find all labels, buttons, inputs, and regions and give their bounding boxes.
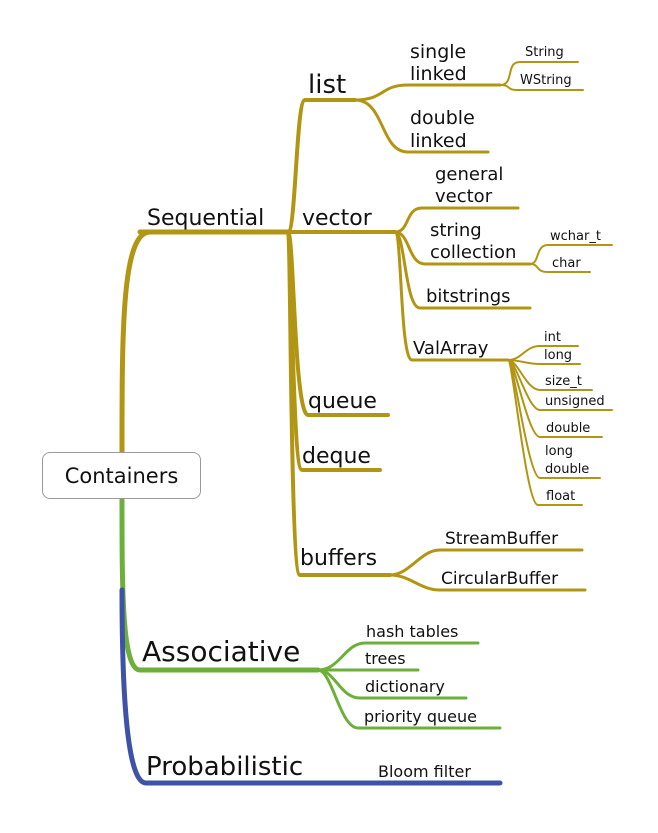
associative-branch — [119, 497, 502, 730]
node-queue: queue — [308, 389, 377, 414]
node-trees: trees — [365, 649, 406, 668]
node-long: long — [544, 348, 572, 363]
node-circular-buffer: CircularBuffer — [441, 569, 558, 589]
node-hash-tables: hash tables — [366, 622, 458, 641]
node-bloom-filter: Bloom filter — [378, 762, 471, 781]
node-string-collection-line1: string — [430, 220, 482, 241]
node-size-t: size_t — [545, 374, 582, 389]
node-valarray: ValArray — [413, 338, 489, 359]
node-general-vector-line1: general — [435, 164, 503, 185]
node-double-linked-line1: double — [410, 107, 475, 129]
node-stream-buffer: StreamBuffer — [445, 529, 558, 549]
node-wchar-t: wchar_t — [550, 229, 601, 244]
probabilistic-branch — [119, 587, 503, 786]
node-string-collection-line2: collection — [430, 242, 516, 263]
node-double: double — [546, 421, 590, 436]
node-double-linked-line2: linked — [410, 130, 467, 152]
node-single-linked-line2: linked — [410, 63, 467, 85]
node-bitstrings: bitstrings — [426, 286, 511, 307]
node-vector: vector — [302, 206, 373, 231]
node-dictionary: dictionary — [365, 677, 445, 696]
node-char: char — [552, 256, 581, 271]
node-associative: Associative — [142, 635, 300, 668]
node-priority-queue: priority queue — [364, 707, 477, 726]
node-int: int — [544, 330, 561, 345]
node-single-linked-line1: single — [410, 41, 466, 63]
sequential-branch — [119, 61, 613, 592]
node-deque: deque — [302, 444, 371, 469]
node-long-double-line2: double — [545, 462, 589, 477]
node-sequential: Sequential — [147, 206, 264, 231]
node-probabilistic: Probabilistic — [146, 752, 303, 782]
node-long-double-line1: long — [545, 444, 573, 459]
node-float: float — [546, 489, 575, 504]
node-unsigned: unsigned — [545, 394, 605, 409]
node-general-vector-line2: vector — [435, 186, 493, 207]
node-list: list — [308, 70, 346, 100]
node-string: String — [525, 45, 564, 60]
labels: Sequential Associative Probabilistic lis… — [142, 41, 605, 782]
node-buffers: buffers — [300, 546, 377, 571]
root-node-containers: Containers — [42, 452, 201, 499]
node-wstring: WString — [520, 73, 572, 88]
